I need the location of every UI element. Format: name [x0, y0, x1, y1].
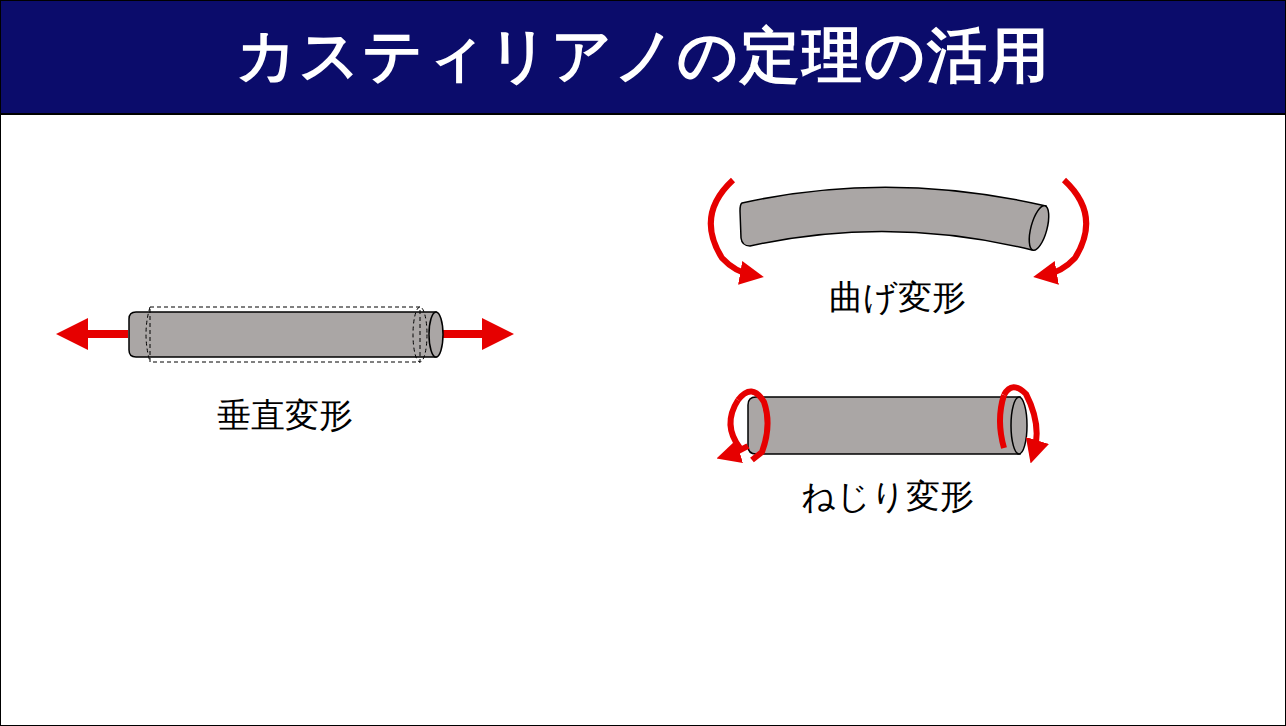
figure-label: 曲げ変形 — [829, 275, 966, 321]
figure-label: 垂直変形 — [217, 393, 353, 439]
twisted-shaft — [728, 387, 1037, 460]
page-title: カスティリアノの定理の活用 — [236, 16, 1051, 97]
figure-label: ねじり変形 — [801, 474, 974, 520]
tension-rod — [72, 307, 498, 362]
bent-beam — [711, 180, 1086, 275]
